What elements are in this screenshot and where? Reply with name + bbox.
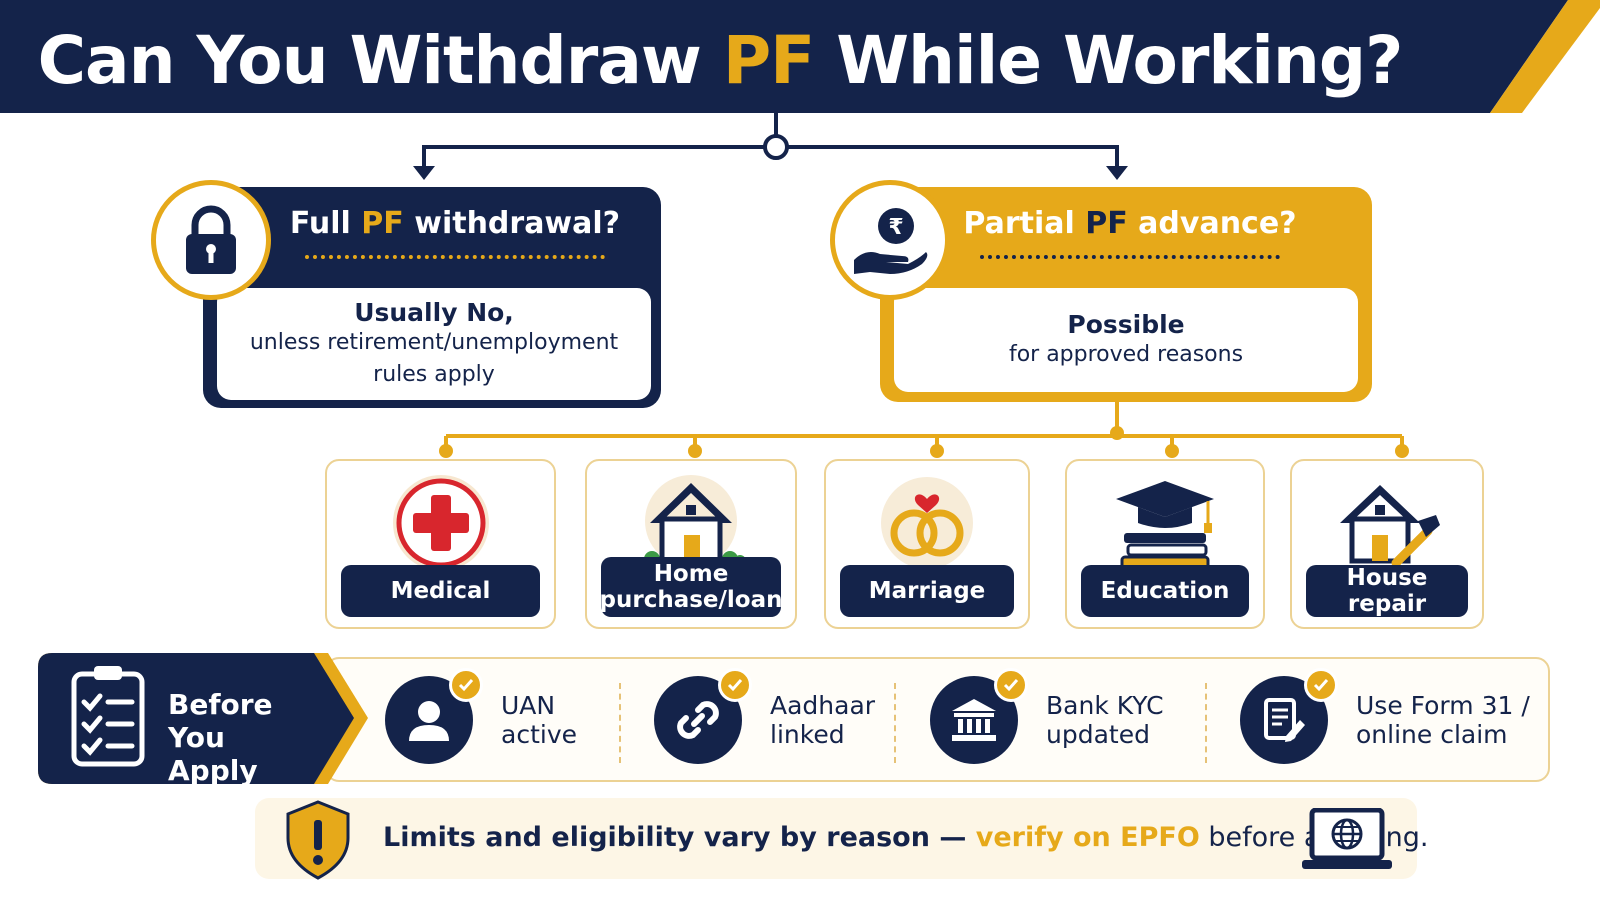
- reason-label-marriage: Marriage: [840, 565, 1014, 617]
- reason-label-medical: Medical: [341, 565, 540, 617]
- education-icon-wrap: [1110, 473, 1220, 573]
- medical-cross-icon: [392, 475, 489, 571]
- reason-card-home: Home purchase/loan: [585, 459, 797, 629]
- disclaimer-text: Limits and eligibility vary by reason — …: [383, 822, 1428, 853]
- reason-label-house-repair: House repair: [1306, 565, 1468, 617]
- home-icon-wrap: [636, 473, 746, 573]
- checklist-divider: [619, 683, 621, 763]
- check-label-bank-kyc: Bank KYC updated: [1046, 691, 1164, 749]
- rings-icon: [881, 477, 973, 569]
- clipboard-checklist-icon: [71, 666, 145, 767]
- check-label-aadhaar: Aadhaar linked: [770, 691, 876, 749]
- reason-label-home: Home purchase/loan: [600, 557, 783, 617]
- form-edit-icon: [1264, 698, 1305, 742]
- svg-text:₹: ₹: [888, 215, 903, 240]
- disclaimer-box: [255, 798, 1417, 879]
- rupee-badge: ₹: [830, 180, 950, 300]
- graduation-cap-icon: [1116, 481, 1214, 571]
- checklist-divider: [894, 683, 896, 763]
- reason-card-medical: Medical: [325, 459, 556, 629]
- house-repair-icon: [1340, 485, 1440, 568]
- check-item-bank-kyc: Bank KYC updated: [930, 668, 1226, 770]
- link-icon: [677, 701, 719, 739]
- laptop-globe-icon: [1302, 808, 1392, 869]
- aadhaar-badge: [654, 668, 752, 764]
- lock-icon: [186, 205, 236, 274]
- warning-shield-icon: [286, 800, 350, 880]
- reason-label-education: Education: [1081, 565, 1249, 617]
- dotted-divider: [980, 255, 1280, 259]
- check-item-form-31: Use Form 31 / online claim: [1240, 668, 1546, 770]
- partial-advance-title: Partial PF advance?: [963, 206, 1297, 241]
- check-icon: [449, 668, 483, 702]
- checklist-divider: [1205, 683, 1207, 763]
- home-icon: [644, 475, 746, 567]
- before-you-apply-label: Before You Apply: [168, 688, 273, 787]
- full-withdrawal-answer: Usually No, unless retirement/unemployme…: [217, 288, 651, 400]
- header-banner: [0, 0, 1600, 113]
- lock-badge: [151, 180, 271, 300]
- partial-detail: for approved reasons: [1008, 341, 1244, 367]
- check-item-uan: UAN active: [385, 668, 681, 770]
- before-you-apply-banner: [38, 653, 368, 784]
- check-icon: [718, 668, 752, 702]
- user-icon: [409, 701, 449, 741]
- partial-advance-answer: Possible for approved reasons: [894, 288, 1358, 392]
- full-answer-text: Usually No,: [354, 297, 514, 327]
- check-label-form-31: Use Form 31 / online claim: [1356, 691, 1530, 749]
- bank-icon: [952, 699, 996, 741]
- reason-card-marriage: Marriage: [824, 459, 1030, 629]
- partial-advance-header: Partial PF advance?: [963, 206, 1297, 259]
- check-label-uan: UAN active: [501, 691, 577, 749]
- rupee-hand-icon: ₹: [854, 208, 928, 274]
- check-icon: [1304, 668, 1338, 702]
- check-icon: [994, 668, 1028, 702]
- reason-card-house-repair: House repair: [1290, 459, 1484, 629]
- full-withdrawal-title: Full PF withdrawal?: [289, 206, 621, 241]
- reason-card-education: Education: [1065, 459, 1265, 629]
- full-detail-line-2: rules apply: [373, 361, 495, 387]
- dotted-divider: [305, 255, 605, 259]
- check-item-aadhaar: Aadhaar linked: [654, 668, 950, 770]
- house-repair-icon-wrap: [1332, 473, 1442, 573]
- partial-answer-text: Possible: [1067, 309, 1185, 339]
- full-detail-line-1: unless retirement/unemployment: [249, 329, 619, 355]
- full-withdrawal-header: Full PF withdrawal?: [290, 206, 620, 259]
- disclaimer-highlight: verify on EPFO: [975, 822, 1200, 853]
- bank-badge: [930, 668, 1028, 764]
- page-title: Can You Withdraw PF While Working?: [37, 22, 1404, 99]
- form-badge: [1240, 668, 1338, 764]
- marriage-icon-wrap: [872, 473, 982, 573]
- title-highlight: PF: [722, 22, 815, 99]
- uan-badge: [385, 668, 483, 764]
- medical-icon-wrap: [386, 473, 496, 573]
